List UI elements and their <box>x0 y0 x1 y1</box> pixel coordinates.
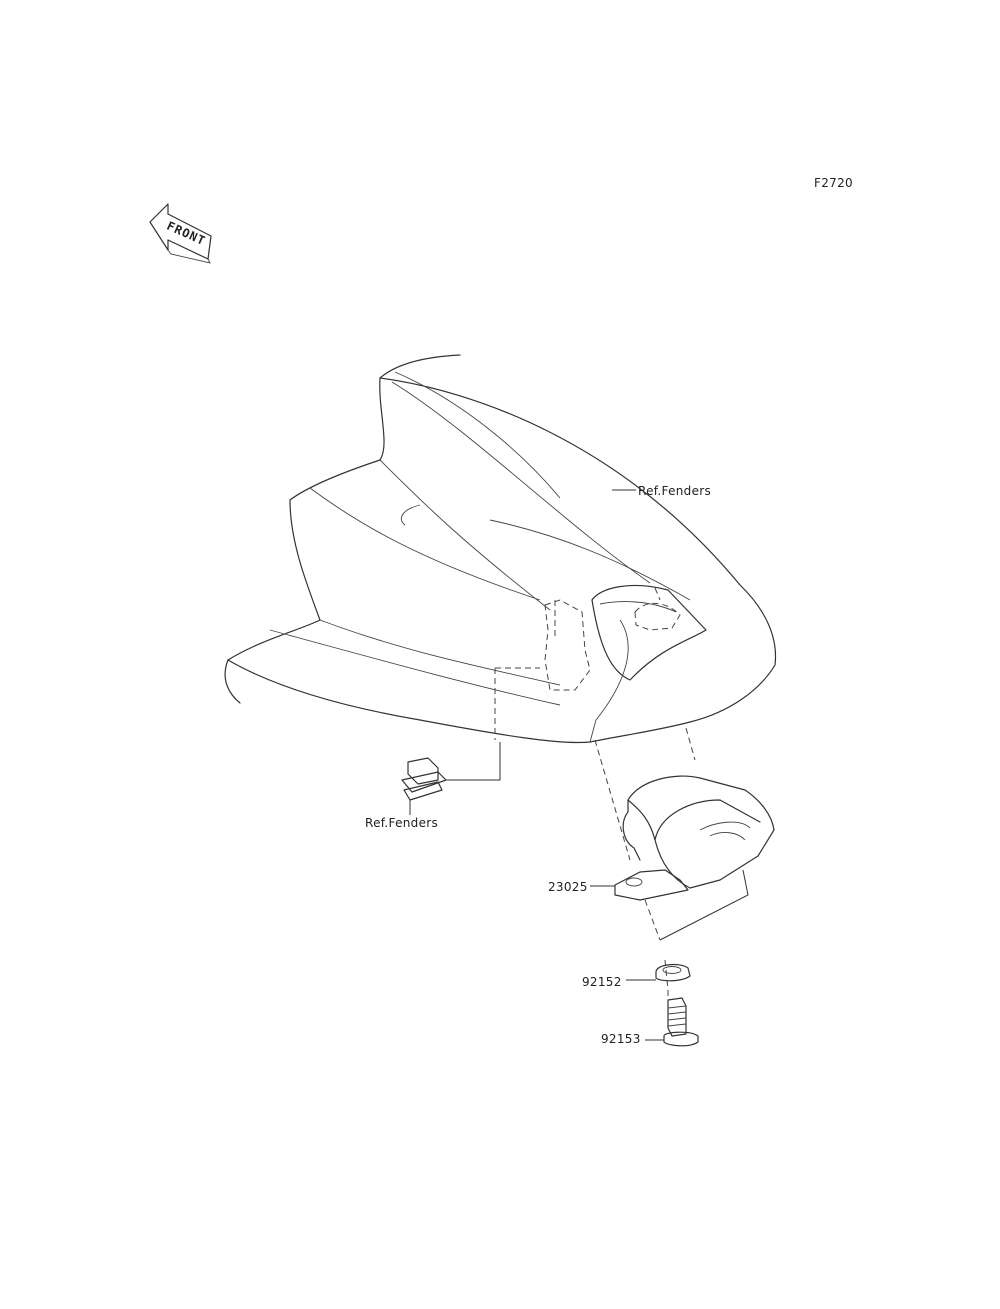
bolt-92153 <box>645 997 699 1047</box>
label-part-92152: 92152 <box>582 975 622 989</box>
rear-fender <box>224 354 777 744</box>
hidden-mount-lines <box>494 587 696 861</box>
label-part-23025: 23025 <box>548 880 588 894</box>
figure-code: F2720 <box>814 176 853 190</box>
license-lamp <box>590 775 775 901</box>
front-arrow-icon: FRONT <box>149 203 212 264</box>
clip-nut <box>401 742 501 815</box>
washer-92152 <box>626 963 691 982</box>
label-ref-fenders-left: Ref.Fenders <box>365 816 439 830</box>
fastener-axis <box>644 869 749 1005</box>
label-ref-fenders-top: Ref.Fenders <box>638 484 712 498</box>
label-part-92153: 92153 <box>601 1032 641 1046</box>
